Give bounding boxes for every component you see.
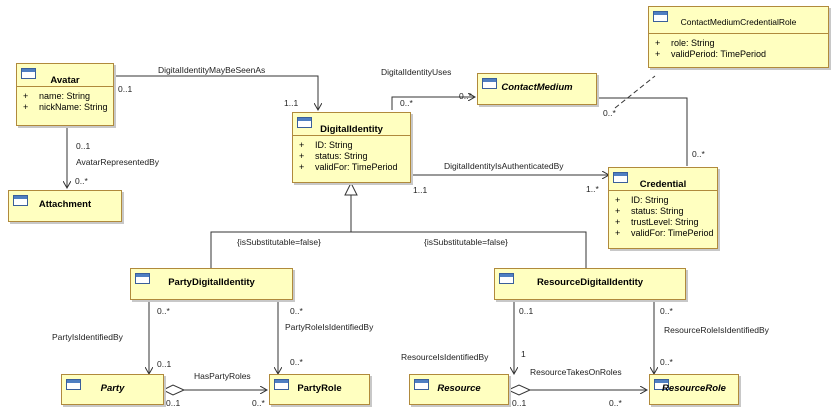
assoc-class-link (614, 75, 656, 109)
class-name: ResourceRole (662, 383, 726, 394)
class-icon (653, 11, 668, 22)
class-icon (21, 68, 36, 79)
class-icon (613, 172, 628, 183)
generalization-resource (350, 195, 587, 269)
class-icon (499, 273, 514, 284)
assoc-di-may-be-seen-as (114, 75, 318, 110)
class-name: ContactMedium (501, 82, 573, 93)
class-icon (66, 379, 81, 390)
attribute: +role: String (655, 38, 715, 48)
attribute: +ID: String (615, 195, 669, 205)
assoc-label: AvatarRepresentedBy (76, 157, 160, 167)
multiplicity: 0..* (290, 306, 303, 316)
class-icon (274, 379, 289, 390)
class-icon (297, 117, 312, 128)
class-party-role[interactable]: PartyRole (269, 374, 370, 405)
class-avatar[interactable]: Avatar +name: String +nickName: String (16, 63, 114, 126)
class-name: Party (100, 383, 125, 394)
assoc-label: PartyRoleIsIdentifiedBy (285, 322, 374, 332)
multiplicity: 0..* (75, 176, 88, 186)
multiplicity: 0..* (692, 149, 705, 159)
class-icon (13, 195, 28, 206)
attribute: +nickName: String (23, 102, 108, 112)
class-party-digital-identity[interactable]: PartyDigitalIdentity (130, 268, 293, 300)
class-contact-medium[interactable]: ContactMedium (477, 73, 597, 105)
multiplicity: 0..* (459, 91, 472, 101)
multiplicity: 0..* (157, 306, 170, 316)
class-name: Attachment (38, 199, 92, 210)
class-credential[interactable]: Credential +ID: String +status: String +… (608, 167, 718, 249)
assoc-label: DigitalIdentityMayBeSeenAs (158, 65, 266, 75)
multiplicity: 0..* (609, 398, 622, 408)
constraint-label: {isSubstitutable=false} (424, 237, 508, 247)
assoc-cm-credential (597, 97, 688, 166)
multiplicity: 0..1 (118, 84, 133, 94)
attribute: +validPeriod: TimePeriod (655, 49, 767, 59)
assoc-label: HasPartyRoles (194, 371, 251, 381)
assoc-label: PartyIsIdentifiedBy (52, 332, 123, 342)
class-name: DigitalIdentity (320, 124, 383, 135)
class-digital-identity[interactable]: DigitalIdentity +ID: String +status: Str… (292, 112, 411, 183)
multiplicity: 0..* (660, 306, 673, 316)
class-attachment[interactable]: Attachment (8, 190, 122, 222)
class-name: PartyRole (297, 383, 342, 394)
assoc-label: DigitalIdentityIsAuthenticatedBy (444, 161, 564, 171)
generalization-party (210, 231, 351, 269)
assoc-di-uses (391, 97, 475, 110)
class-name: ResourceDigitalIdentity (536, 277, 644, 288)
attribute: +validFor: TimePeriod (299, 162, 398, 172)
assoc-label: ResourceTakesOnRoles (530, 367, 622, 377)
attribute: +ID: String (299, 140, 353, 150)
class-icon (135, 273, 150, 284)
attribute: +trustLevel: String (615, 217, 699, 227)
assoc-label: ResourceRoleIsIdentifiedBy (664, 325, 769, 335)
attribute: +name: String (23, 91, 91, 101)
multiplicity: 0..* (252, 398, 265, 408)
class-name: Credential (639, 179, 687, 190)
multiplicity: 0..1 (157, 359, 172, 369)
attribute: +status: String (299, 151, 368, 161)
aggregation-diamond-resource (506, 384, 532, 396)
multiplicity: 0..* (660, 357, 673, 367)
multiplicity: 0..1 (512, 398, 527, 408)
class-name: Resource (437, 383, 481, 394)
attribute: +status: String (615, 206, 684, 216)
multiplicity: 0..1 (519, 306, 534, 316)
class-icon (414, 379, 429, 390)
multiplicity: 0..1 (76, 141, 91, 151)
aggregation-diamond-party (161, 384, 186, 396)
multiplicity: 1..1 (413, 185, 428, 195)
attribute: +validFor: TimePeriod (615, 228, 714, 238)
class-resource[interactable]: Resource (409, 374, 509, 405)
generalization-arrowhead (344, 181, 358, 196)
class-name: ContactMediumCredentialRole (680, 17, 797, 27)
multiplicity: 0..1 (166, 398, 181, 408)
constraint-label: {isSubstitutable=false} (237, 237, 321, 247)
class-contact-medium-credential-role[interactable]: ContactMediumCredentialRole +role: Strin… (648, 6, 829, 68)
class-icon (654, 379, 669, 390)
multiplicity: 1..* (586, 184, 599, 194)
assoc-label: ResourceIsIdentifiedBy (401, 352, 489, 362)
multiplicity: 0..* (603, 108, 616, 118)
assoc-label: DigitalIdentityUses (381, 67, 452, 77)
class-icon (482, 78, 497, 89)
class-name: PartyDigitalIdentity (168, 277, 255, 288)
multiplicity: 0..* (400, 98, 413, 108)
multiplicity: 1..1 (284, 98, 299, 108)
class-party[interactable]: Party (61, 374, 164, 405)
multiplicity: 1 (521, 349, 526, 359)
class-name: Avatar (50, 75, 80, 86)
multiplicity: 0..* (290, 357, 303, 367)
class-resource-digital-identity[interactable]: ResourceDigitalIdentity (494, 268, 686, 300)
class-resource-role[interactable]: ResourceRole (649, 374, 739, 405)
